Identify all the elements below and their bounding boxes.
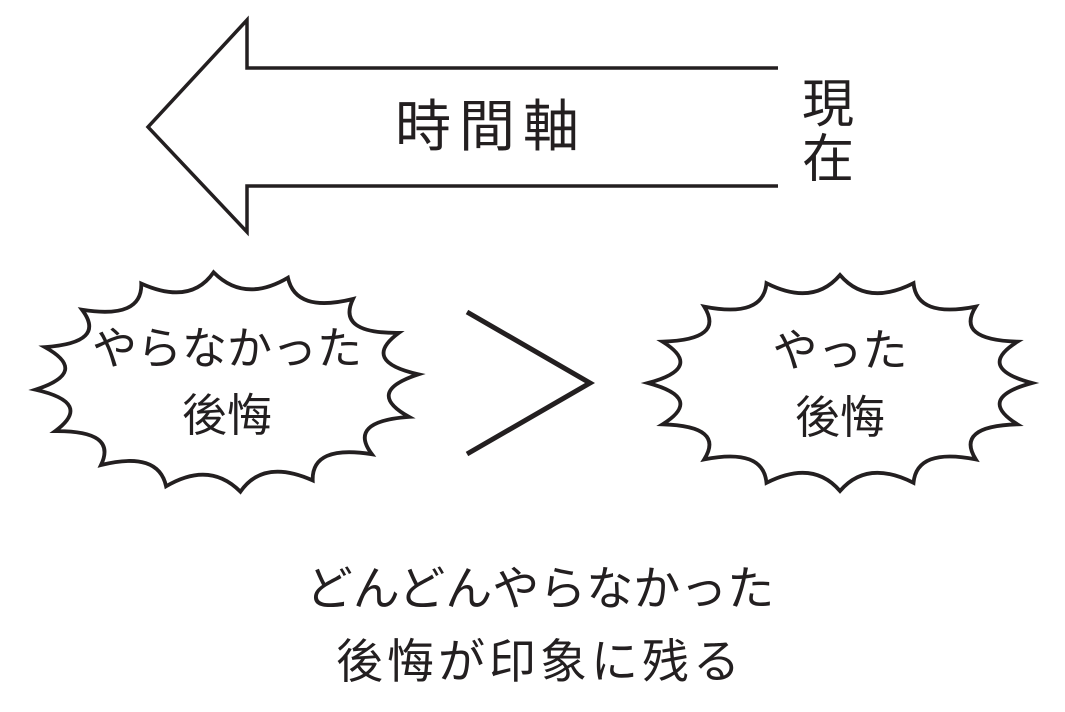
right-burst-line-2: 後悔 [794, 392, 885, 443]
greater-than-icon [465, 309, 596, 457]
timeline-origin-label: 現在 [801, 76, 854, 189]
left-burst-label: やらなかった 後悔 [35, 315, 419, 449]
left-burst-line-2: 後悔 [181, 390, 272, 441]
right-burst-line-1: やった [772, 325, 908, 376]
right-burst-shape [640, 272, 1040, 494]
left-burst-shape [28, 269, 426, 495]
caption-line-1: どんどんやらなかった [305, 562, 775, 615]
right-burst-label: やった 後悔 [648, 317, 1032, 451]
timeline-arrow-label: 時間軸 [395, 95, 587, 158]
left-burst-line-1: やらなかった [91, 323, 362, 374]
caption-line-2: 後悔が印象に残る [336, 635, 744, 688]
timeline-arrow-shape [145, 15, 778, 237]
caption: どんどんやらなかった 後悔が印象に残る [10, 552, 1065, 698]
